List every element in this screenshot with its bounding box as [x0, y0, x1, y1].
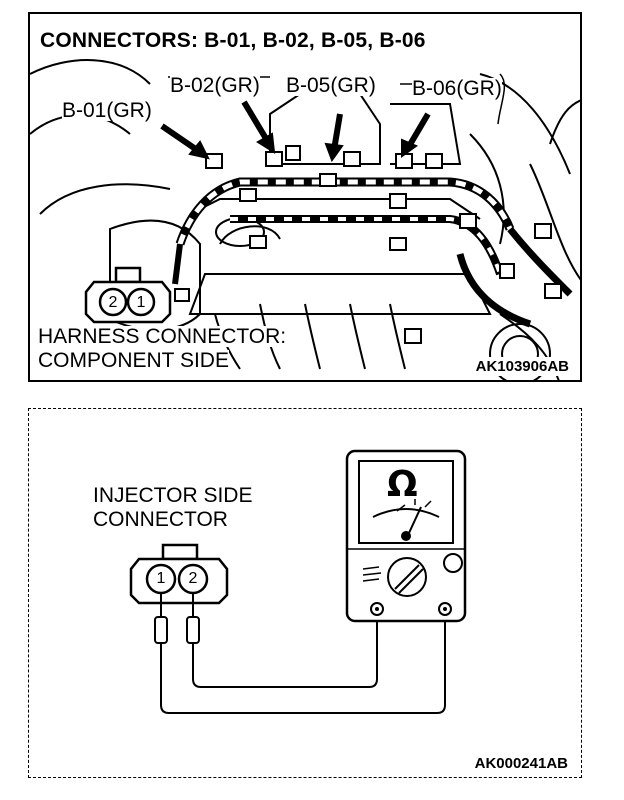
injector-connector-label-line1: INJECTOR SIDE	[93, 484, 253, 507]
harness-connector-symbol	[84, 266, 172, 324]
label-b01: B-01(GR)	[62, 99, 152, 122]
harness-pin-2: 2	[108, 294, 118, 311]
harness-connector-label-line1: HARNESS CONNECTOR:	[38, 325, 287, 348]
ohm-symbol-icon: Ω	[387, 464, 418, 505]
injector-pin-1: 1	[156, 570, 166, 587]
harness-pin-1: 1	[136, 294, 146, 311]
connectors-title: CONNECTORS: B-01, B-02, B-05, B-06	[40, 29, 426, 52]
label-b06: B-06(GR)	[412, 77, 502, 100]
figure-code-bottom: AK000241AB	[471, 754, 571, 773]
ohmmeter	[345, 449, 467, 623]
injector-connector-symbol	[129, 543, 229, 605]
ohmmeter-test-drawing	[129, 449, 467, 714]
injector-pin-2: 2	[188, 570, 198, 587]
injector-connector-label-line2: CONNECTOR	[93, 508, 228, 531]
figure-code-top: AK103906AB	[472, 357, 572, 376]
engine-bay-drawing	[30, 59, 580, 380]
label-b05: B-05(GR)	[286, 74, 376, 97]
engine-harness-illustration-panel: CONNECTORS: B-01, B-02, B-05, B-06 B-01(…	[28, 12, 582, 382]
harness-connector-label-line2: COMPONENT SIDE	[38, 349, 229, 372]
label-b02: B-02(GR)	[170, 74, 260, 97]
resistance-test-panel: INJECTOR SIDE CONNECTOR 1 2 Ω AK000241AB	[28, 408, 582, 778]
